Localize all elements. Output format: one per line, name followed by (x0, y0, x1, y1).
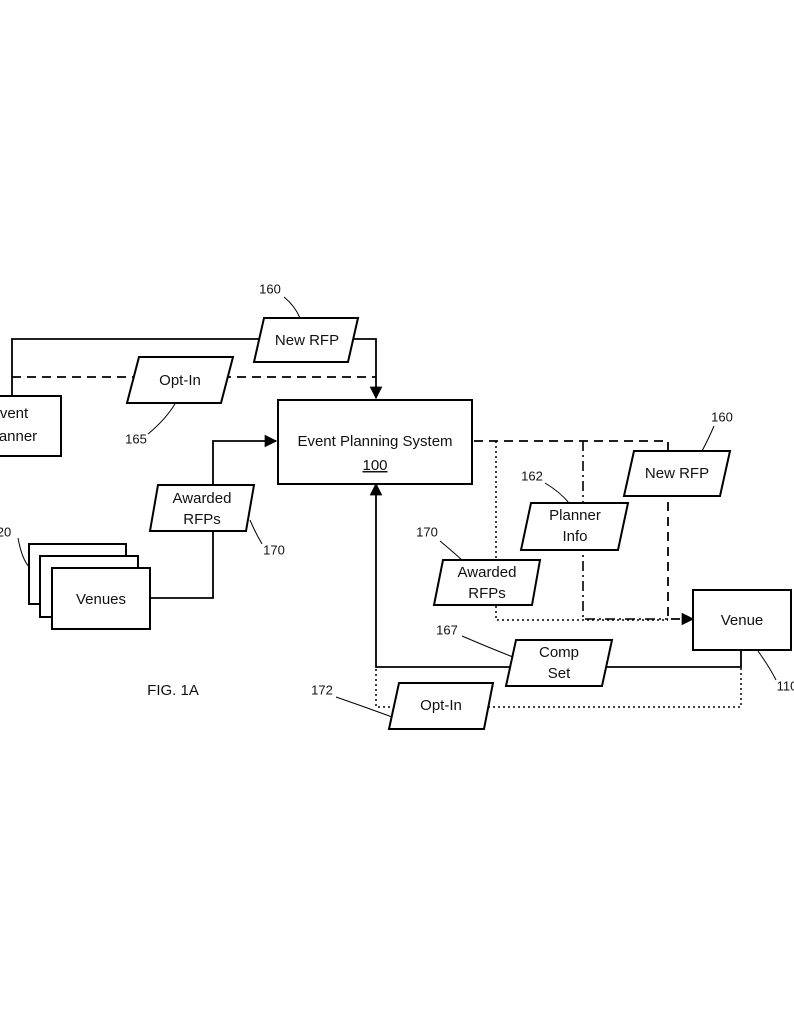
awarded-right-line2: RFPs (468, 585, 506, 602)
opt-in-bottom-leader (335, 696, 393, 718)
venue-label: Venue (721, 612, 764, 629)
event-planning-system-label: Event Planning System (297, 433, 452, 450)
new-rfp-right-label: New RFP (645, 465, 709, 482)
opt-in-top-ref: 165 (125, 431, 147, 446)
planner-info-line1: Planner (549, 507, 601, 524)
opt-in-top-label: Opt-In (159, 372, 201, 389)
awarded-left-shape (148, 484, 256, 532)
opt-in-top-shape (125, 356, 235, 404)
event-planning-system-box (277, 399, 473, 485)
event-planner-line1: vent (0, 405, 29, 422)
new-rfp-top-shape (252, 317, 360, 363)
awarded-left-ref: 170 (263, 542, 285, 557)
new-rfp-right-ref: 160 (711, 409, 733, 424)
venue-ref: 110 (777, 678, 794, 693)
awarded-left-leader (249, 519, 263, 545)
venues-leader (17, 537, 31, 569)
opt-in-bottom-label: Opt-In (420, 697, 462, 714)
venues-ref: 20 (0, 524, 11, 539)
planner-info-line2: Info (562, 528, 587, 545)
venues-box-front (51, 567, 151, 630)
venue-opt-in-connector (375, 668, 742, 708)
comp-set-line2: Set (548, 665, 571, 682)
awarded-left-line1: Awarded (173, 490, 232, 507)
planner-info-ref: 162 (521, 468, 543, 483)
venue-leader (757, 650, 777, 681)
comp-set-leader (461, 635, 514, 658)
venues-label: Venues (76, 591, 126, 608)
venue-box (692, 589, 792, 651)
event-planner-line2: anner (0, 428, 37, 445)
comp-set-line1: Comp (539, 644, 579, 661)
new-rfp-top-label: New RFP (275, 332, 339, 349)
awarded-right-leader (439, 540, 463, 561)
comp-set-shape (504, 639, 614, 687)
new-rfp-right-leader (701, 425, 715, 452)
new-rfp-right-shape (622, 450, 732, 497)
system-new-rfp-connector (474, 440, 695, 626)
comp-set-ref: 167 (436, 622, 458, 637)
planner-info-shape (519, 502, 630, 551)
planner-info-leader (544, 482, 570, 504)
figure-caption: FIG. 1A (147, 682, 199, 699)
planner-new-rfp-connector (11, 338, 383, 400)
new-rfp-top-leader (283, 296, 301, 319)
awarded-right-ref: 170 (416, 524, 438, 539)
opt-in-bottom-shape (387, 682, 495, 730)
awarded-right-line1: Awarded (458, 564, 517, 581)
system-planner-info-connector (582, 441, 668, 620)
awarded-left-line2: RFPs (183, 511, 221, 528)
event-planning-system-ref: 100 (362, 457, 387, 474)
new-rfp-top-ref: 160 (259, 281, 281, 296)
opt-in-top-leader (147, 403, 176, 435)
opt-in-bottom-ref: 172 (311, 682, 333, 697)
awarded-right-shape (432, 559, 542, 606)
event-planner-box (0, 395, 62, 457)
